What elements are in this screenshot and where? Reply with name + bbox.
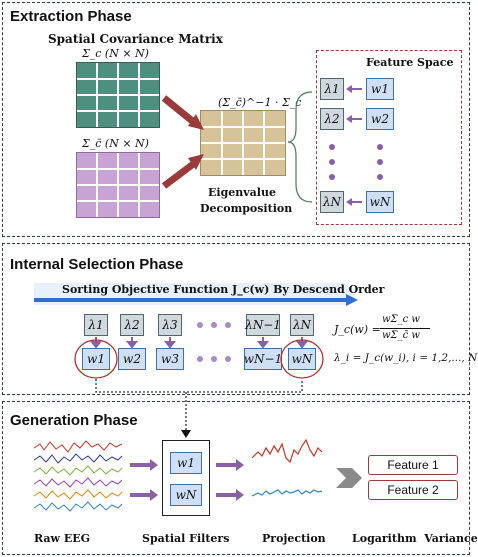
sel-lambda-1: λ1 (84, 314, 108, 336)
product-formula: (Σ_c̄)^−1 · Σ_c (218, 96, 302, 109)
sigma-c-bar-label: Σ_c̄ (N × N) (82, 137, 149, 150)
generation-phase-title: Generation Phase (10, 412, 138, 429)
sel-lambda-n: λN (290, 314, 314, 336)
label-spatial-filters: Spatial Filters (142, 532, 230, 545)
objective-eq-fraction-bar (380, 328, 430, 329)
lambda-n-box: λN (320, 191, 344, 213)
lambda-1-box: λ1 (320, 78, 344, 100)
w-n-box: wN (366, 191, 394, 213)
eigen-label-2: Decomposition (200, 202, 293, 215)
selection-banner-text: Sorting Objective Function J_c(w) By Des… (62, 283, 385, 296)
sel-w-n: wN (288, 348, 316, 370)
covariance-matrix-c (76, 62, 160, 128)
matrix-title: Spatial Covariance Matrix (48, 32, 223, 46)
label-raw-eeg: Raw EEG (34, 532, 90, 545)
filter-w-n: wN (170, 484, 202, 506)
selection-phase-title: Internal Selection Phase (10, 256, 184, 273)
eigen-label-1: Eigenvalue (208, 186, 276, 199)
objective-eq-denominator: wΣ_c̄ w (382, 330, 420, 341)
objective-eq-numerator: wΣ_c w (382, 314, 420, 325)
feature-space-title: Feature Space (366, 56, 454, 69)
sel-lambda-n-1: λN−1 (245, 314, 281, 336)
sel-w-3: w3 (156, 348, 184, 370)
sigma-c-label: Σ_c (N × N) (82, 47, 149, 60)
feature-1-box: Feature 1 (368, 455, 458, 475)
label-log-variance: Logarithm Variance (352, 532, 478, 545)
sel-w-n-1: wN−1 (244, 348, 282, 370)
feature-space-box (316, 50, 462, 225)
sel-lambda-3: λ3 (158, 314, 182, 336)
sel-w-1: w1 (82, 348, 110, 370)
product-matrix (200, 110, 286, 176)
sel-lambda-2: λ2 (120, 314, 144, 336)
label-projection: Projection (262, 532, 326, 545)
sel-w-2: w2 (118, 348, 146, 370)
extraction-phase-title: Extraction Phase (10, 8, 132, 25)
covariance-matrix-c-bar (76, 152, 160, 218)
w-2-box: w2 (366, 108, 394, 130)
feature-2-box: Feature 2 (368, 480, 458, 500)
objective-eq-left: J_c(w) = (334, 323, 381, 336)
filter-w-1: w1 (170, 452, 202, 474)
lambda-2-box: λ2 (320, 108, 344, 130)
w-1-box: w1 (366, 78, 394, 100)
extraction-phase-panel (2, 2, 470, 237)
eigenvalue-equation: λ_i = J_c(w_i), i = 1,2,..., N (334, 352, 478, 364)
